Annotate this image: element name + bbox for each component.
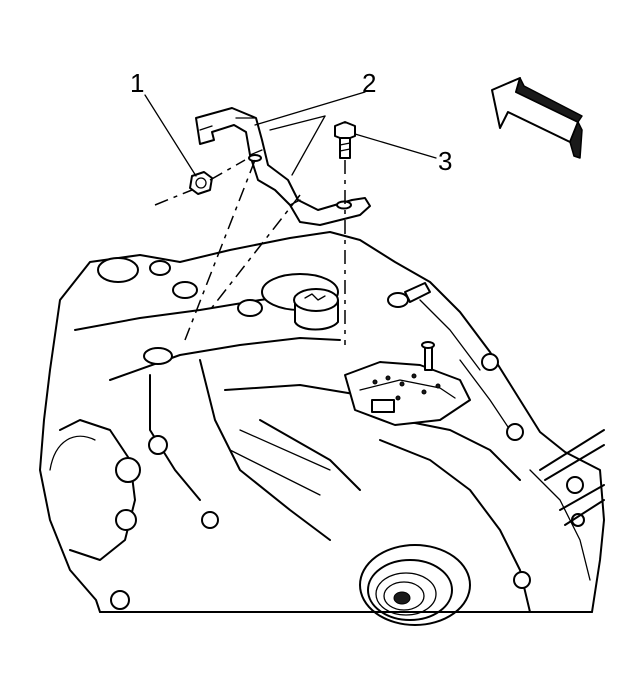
- bracket: [195, 107, 371, 226]
- callout-2: 2: [362, 68, 376, 98]
- callout-1: 1: [130, 68, 144, 98]
- bolt: [334, 121, 356, 159]
- leader-lines: [144, 91, 437, 177]
- nut: [189, 171, 213, 195]
- range-switch-module: [344, 341, 471, 426]
- transaxle-housing: [39, 231, 605, 626]
- front-direction-arrow-icon: [491, 77, 583, 159]
- right-shafts: [539, 429, 605, 526]
- callout-3: 3: [438, 146, 452, 176]
- installation-lines: [154, 159, 346, 345]
- axle-seal: [359, 544, 471, 626]
- mounting-bosses: [97, 257, 585, 610]
- fill-cap: [261, 273, 339, 331]
- top-right-stud: [387, 282, 431, 308]
